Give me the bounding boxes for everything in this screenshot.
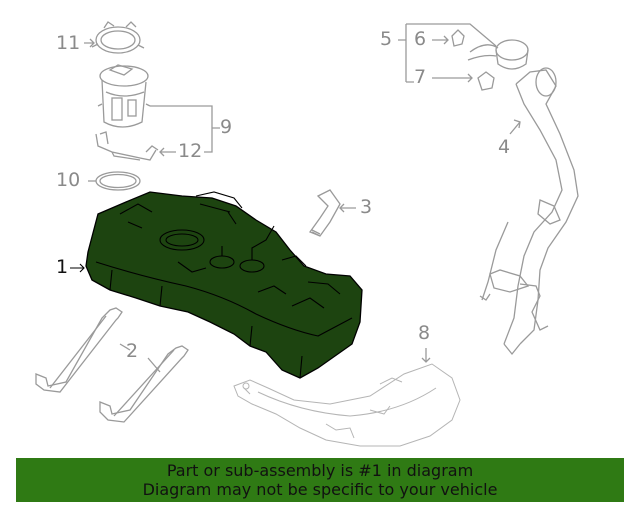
- highlight-notice-banner: Part or sub-assembly is #1 in diagram Di…: [16, 458, 624, 502]
- callout-3: 3: [360, 196, 373, 218]
- callout-4: 4: [498, 136, 511, 158]
- callout-12-leader: [159, 147, 176, 157]
- callout-6: 6: [414, 28, 427, 50]
- callout-11: 11: [56, 32, 81, 54]
- tank-strap-part: [35, 307, 189, 423]
- callout-1: 1: [56, 256, 69, 278]
- callout-4-leader: [509, 119, 521, 135]
- callout-12: 12: [178, 140, 203, 162]
- fuel-level-sender-part: [95, 131, 159, 161]
- callout-7: 7: [414, 66, 427, 88]
- callout-5: 5: [380, 28, 393, 50]
- callout-11-leader: [84, 38, 95, 48]
- gasket-part: [95, 171, 141, 191]
- callout-10: 10: [56, 169, 81, 191]
- banner-line-disclaimer: Diagram may not be specific to your vehi…: [142, 480, 498, 499]
- retainer-clip-part: [451, 29, 495, 91]
- callout-9: 9: [220, 116, 233, 138]
- callout-3-leader: [339, 203, 356, 213]
- callout-5-bracket: [398, 23, 497, 83]
- callout-8-leader: [421, 348, 431, 363]
- callout-2-leader: [119, 343, 161, 373]
- fuel-pump-module-part: [97, 64, 151, 128]
- hose-part: [308, 189, 341, 237]
- lock-ring-part: [91, 21, 145, 54]
- banner-line-part-number: Part or sub-assembly is #1 in diagram: [166, 461, 474, 480]
- callout-2: 2: [126, 340, 139, 362]
- callout-9-bracket: [150, 105, 220, 153]
- fuel-cap-part: [467, 39, 529, 70]
- callout-1-leader: [70, 263, 85, 273]
- callout-7-leader: [432, 73, 473, 83]
- callout-8: 8: [418, 322, 431, 344]
- fuel-tank-part: [85, 191, 363, 379]
- filler-pipe-part: [479, 67, 579, 356]
- callout-6-leader: [432, 35, 449, 45]
- heat-shield-part: [233, 363, 461, 447]
